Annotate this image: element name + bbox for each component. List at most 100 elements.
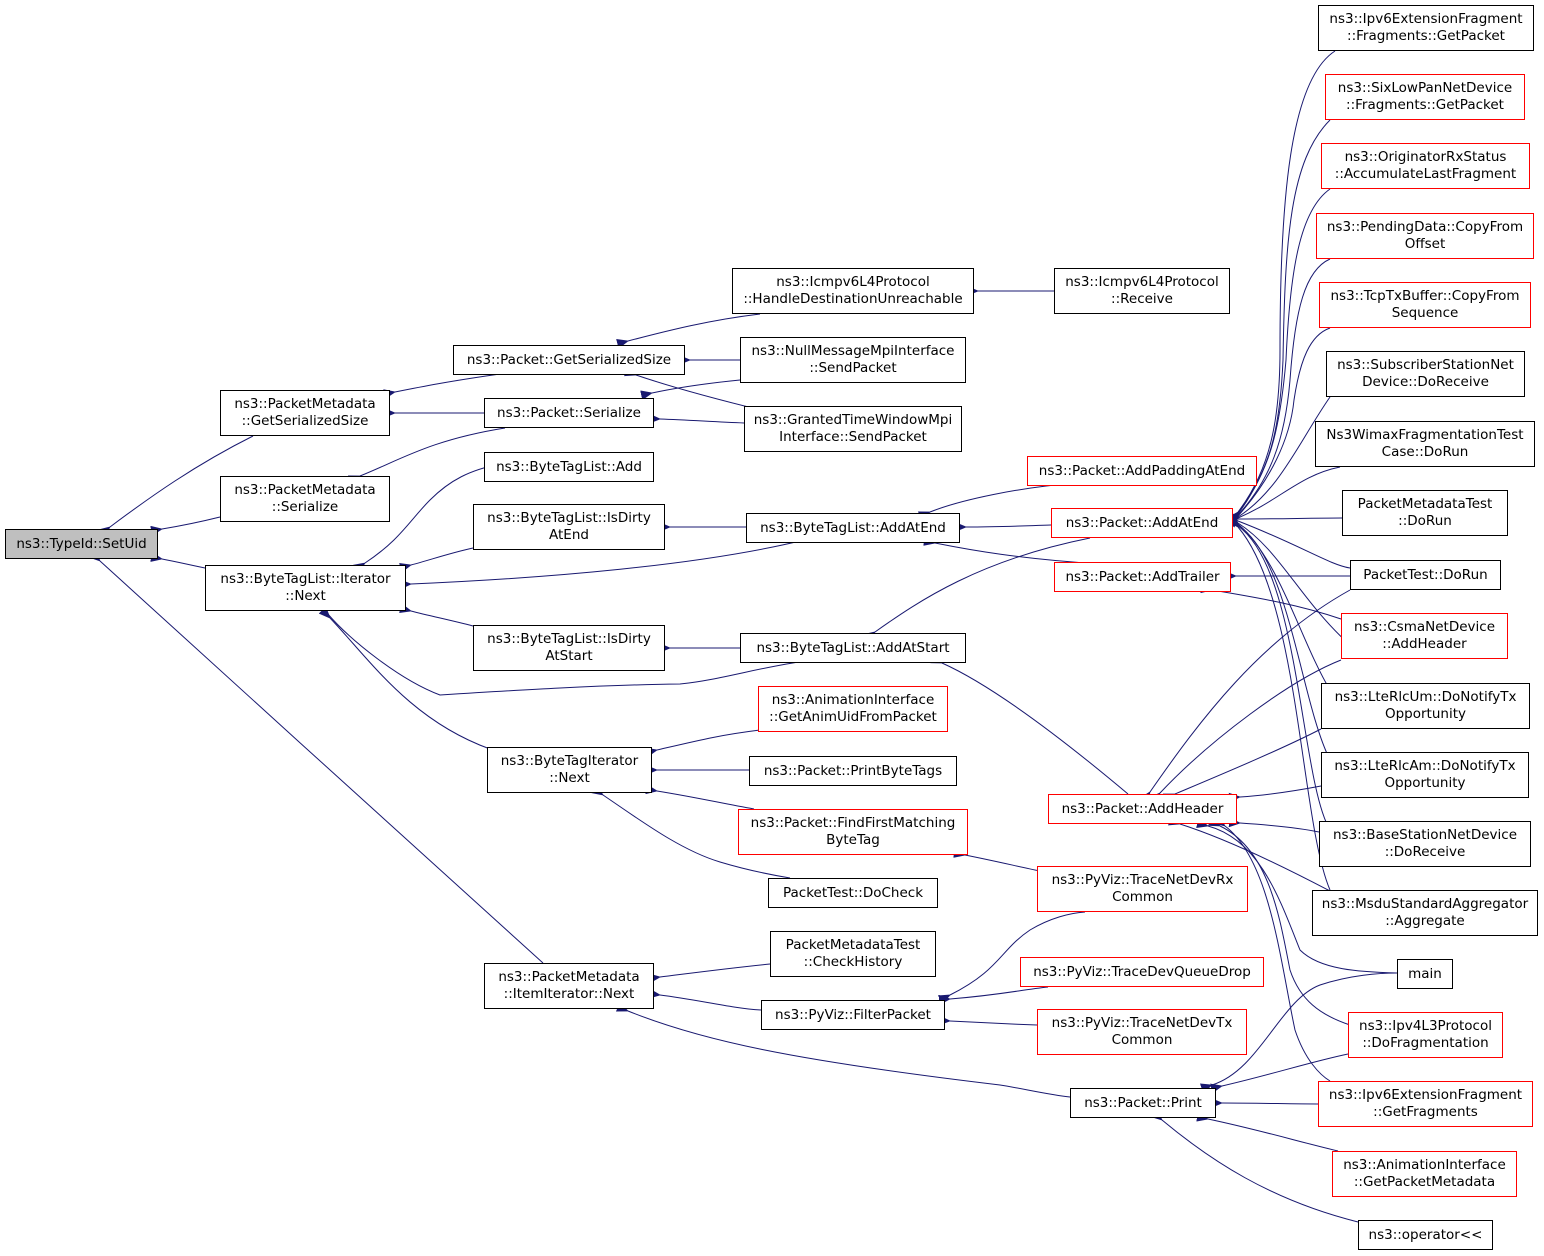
node-label-line: ns3::TcpTxBuffer::CopyFrom — [1330, 288, 1520, 304]
call-edge — [937, 911, 1086, 1005]
call-edge — [98, 435, 254, 538]
node-label-line: ns3::LteRlcAm::DoNotifyTx — [1334, 758, 1516, 774]
call-edge — [347, 427, 506, 485]
node-packettest-dorun[interactable]: PacketTest::DoRun — [1350, 560, 1501, 590]
node-typeid-setuid: ns3::TypeId::SetUid — [5, 529, 158, 559]
node-label-line: Opportunity — [1384, 775, 1466, 791]
node-label-line: Device::DoReceive — [1362, 374, 1489, 390]
node-label-line: ns3::OriginatorRxStatus — [1344, 149, 1507, 165]
node-btl-isdirtyatend[interactable]: ns3::ByteTagList::IsDirty AtEnd — [473, 504, 665, 550]
node-anim-getanimuidfrompacket[interactable]: ns3::AnimationInterface ::GetAnimUidFrom… — [758, 686, 948, 732]
call-edge — [1225, 512, 1351, 569]
call-edge — [1226, 514, 1343, 525]
node-grantedtimewindow-sendpacket[interactable]: ns3::GrantedTimeWindowMpi Interface::Sen… — [744, 406, 962, 452]
call-edge — [1200, 583, 1342, 620]
node-pmtest-checkhistory[interactable]: PacketMetadataTest ::CheckHistory — [770, 931, 936, 977]
node-pyviz-tracenetdevtxcommon[interactable]: ns3::PyViz::TraceNetDevTx Common — [1037, 1009, 1247, 1055]
node-nullmessage-sendpacket[interactable]: ns3::NullMessageMpiInterface ::SendPacke… — [740, 337, 966, 383]
node-label-line: AtStart — [545, 648, 593, 664]
node-label-line: Opportunity — [1384, 706, 1466, 722]
node-sixlowpan-fragments-getpacket[interactable]: ns3::SixLowPanNetDevice ::Fragments::Get… — [1325, 74, 1525, 120]
node-label-line: AtEnd — [549, 527, 589, 543]
node-icmpv6-handledestinationunreachable[interactable]: ns3::Icmpv6L4Protocol ::HandleDestinatio… — [732, 268, 974, 314]
node-label-line: ::HandleDestinationUnreachable — [743, 291, 963, 307]
node-subscriberstation-doreceive[interactable]: ns3::SubscriberStationNet Device::DoRece… — [1326, 351, 1525, 397]
node-label-line: ns3::Packet::GetSerializedSize — [466, 351, 672, 368]
call-edge — [953, 847, 1041, 872]
node-label-line: ns3::Packet::Print — [1084, 1094, 1202, 1111]
node-originatorrxstatus-accumulatelastfragment[interactable]: ns3::OriginatorRxStatus ::AccumulateLast… — [1321, 143, 1530, 189]
call-edge — [1196, 1111, 1339, 1152]
call-edge — [1226, 512, 1351, 646]
node-label-line: ns3::PacketMetadata — [234, 396, 376, 412]
call-edge — [399, 540, 801, 590]
node-label-line: ns3::Packet::AddTrailer — [1065, 568, 1220, 585]
node-main[interactable]: main — [1397, 959, 1453, 989]
node-basestation-doreceive[interactable]: ns3::BaseStationNetDevice ::DoReceive — [1319, 821, 1531, 867]
node-packet-getserializedsize[interactable]: ns3::Packet::GetSerializedSize — [453, 345, 685, 375]
call-edge — [353, 463, 501, 574]
node-pyviz-tracedevqueuedrop[interactable]: ns3::PyViz::TraceDevQueueDrop — [1020, 957, 1264, 987]
node-packet-addpaddingatend[interactable]: ns3::Packet::AddPaddingAtEnd — [1027, 456, 1257, 486]
node-pyviz-tracenetdevrxcommon[interactable]: ns3::PyViz::TraceNetDevRx Common — [1037, 866, 1248, 912]
node-btl-add[interactable]: ns3::ByteTagList::Add — [484, 452, 654, 482]
node-label-line: ns3::Icmpv6L4Protocol — [1065, 274, 1219, 290]
node-packet-printbytetags[interactable]: ns3::Packet::PrintByteTags — [749, 756, 957, 786]
node-lterlcam-donotifytxopportunity[interactable]: ns3::LteRlcAm::DoNotifyTx Opportunity — [1321, 752, 1529, 798]
node-bytetagiterator-next[interactable]: ns3::ByteTagIterator ::Next — [487, 747, 652, 793]
call-edge — [929, 653, 1129, 795]
node-pyviz-filterpacket[interactable]: ns3::PyViz::FilterPacket — [761, 1000, 945, 1030]
node-label-line: Case::DoRun — [1381, 444, 1469, 460]
node-packet-serialize[interactable]: ns3::Packet::Serialize — [484, 398, 654, 428]
node-pmtest-dorun[interactable]: PacketMetadataTest ::DoRun — [1342, 490, 1508, 536]
node-icmpv6-receive[interactable]: ns3::Icmpv6L4Protocol ::Receive — [1054, 268, 1230, 314]
node-label-line: ns3::AnimationInterface — [1343, 1157, 1506, 1173]
node-pm-getserializedsize[interactable]: ns3::PacketMetadata ::GetSerializedSize — [220, 390, 390, 436]
node-wimaxfragmentationtest-dorun[interactable]: Ns3WimaxFragmentationTest Case::DoRun — [1315, 421, 1535, 467]
node-label-line: ns3::ByteTagList::IsDirty — [487, 631, 651, 647]
node-ipv4l3protocol-dofragmentation[interactable]: ns3::Ipv4L3Protocol ::DoFragmentation — [1348, 1012, 1503, 1058]
node-pm-serialize[interactable]: ns3::PacketMetadata ::Serialize — [220, 476, 390, 522]
node-packet-addheader[interactable]: ns3::Packet::AddHeader — [1048, 794, 1237, 824]
call-edge — [648, 988, 762, 1011]
node-label-line: ns3::GrantedTimeWindowMpi — [753, 412, 953, 428]
node-pm-itemiterator-next[interactable]: ns3::PacketMetadata ::ItemIterator::Next — [484, 963, 654, 1009]
node-label-line: ns3::ByteTagList::Add — [496, 458, 642, 475]
node-label-line: ns3::Ipv4L3Protocol — [1359, 1018, 1492, 1034]
call-edge — [1162, 728, 1322, 803]
node-csmanetdevice-addheader[interactable]: ns3::CsmaNetDevice ::AddHeader — [1341, 613, 1508, 659]
node-ipv6extensionfragment-fragments-getpacket[interactable]: ns3::Ipv6ExtensionFragment ::Fragments::… — [1318, 5, 1534, 51]
call-edge — [150, 552, 206, 569]
call-edge — [1226, 258, 1331, 527]
node-label-line: ::GetFragments — [1373, 1104, 1478, 1120]
node-animationinterface-getpacketmetadata[interactable]: ns3::AnimationInterface ::GetPacketMetad… — [1332, 1151, 1517, 1197]
node-tcptxbuffer-copyfromsequence[interactable]: ns3::TcpTxBuffer::CopyFrom Sequence — [1319, 282, 1531, 328]
node-btl-addatend[interactable]: ns3::ByteTagList::AddAtEnd — [746, 513, 960, 543]
node-btl-addatstart[interactable]: ns3::ByteTagList::AddAtStart — [740, 633, 966, 663]
node-label-line: ::ItemIterator::Next — [503, 986, 635, 1002]
node-label-line: ns3::ByteTagIterator — [500, 753, 639, 769]
node-packet-addatend[interactable]: ns3::Packet::AddAtEnd — [1051, 508, 1233, 538]
node-packet-addtrailer[interactable]: ns3::Packet::AddTrailer — [1054, 562, 1231, 592]
node-ipv6extensionfragment-getfragments[interactable]: ns3::Ipv6ExtensionFragment ::GetFragment… — [1318, 1081, 1533, 1127]
call-edge — [616, 313, 761, 349]
node-packet-print[interactable]: ns3::Packet::Print — [1070, 1088, 1216, 1118]
node-msdustandardaggregator-aggregate[interactable]: ns3::MsduStandardAggregator ::Aggregate — [1312, 890, 1538, 936]
node-label-line: ::Next — [549, 770, 590, 786]
node-pendingdata-copyfromoffset[interactable]: ns3::PendingData::CopyFrom Offset — [1316, 213, 1534, 259]
node-lterlcum-donotifytxopportunity[interactable]: ns3::LteRlcUm::DoNotifyTx Opportunity — [1321, 683, 1530, 729]
call-edge — [1225, 466, 1341, 527]
node-label-line: PacketTest::DoCheck — [782, 884, 924, 901]
call-edge — [954, 522, 1052, 533]
node-label-line: ns3::PyViz::TraceNetDevTx — [1051, 1015, 1233, 1031]
call-edge — [88, 549, 544, 964]
node-btl-iterator-next[interactable]: ns3::ByteTagList::Iterator ::Next — [205, 565, 406, 611]
node-packet-findfirstmatchingbytetag[interactable]: ns3::Packet::FindFirstMatching ByteTag — [738, 809, 968, 855]
node-label-line: ns3::PyViz::FilterPacket — [775, 1006, 931, 1023]
node-operator-shift[interactable]: ns3::operator<< — [1358, 1220, 1493, 1250]
node-packettest-docheck[interactable]: PacketTest::DoCheck — [768, 878, 938, 908]
node-btl-isdirtyatstart[interactable]: ns3::ByteTagList::IsDirty AtStart — [473, 625, 665, 671]
node-label-line: ns3::PendingData::CopyFrom — [1326, 219, 1524, 235]
call-edge — [863, 537, 1091, 643]
